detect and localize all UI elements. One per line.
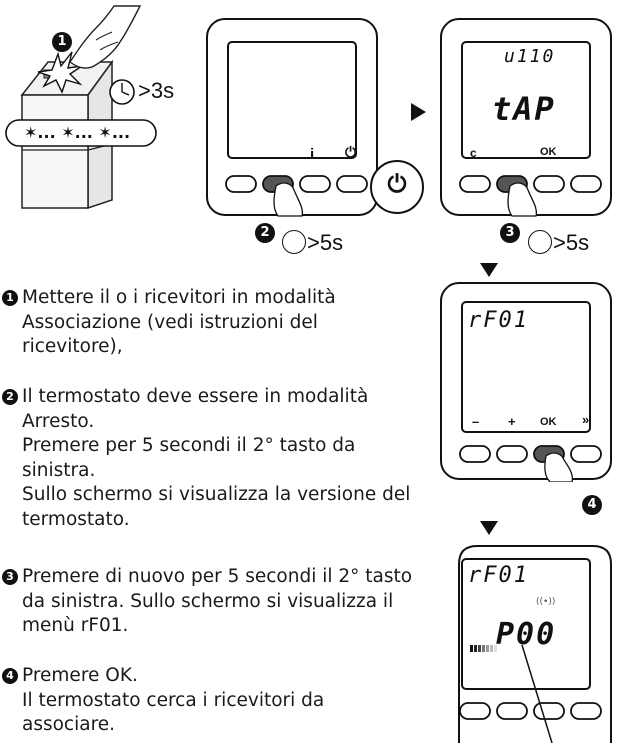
display-version: u110: [504, 46, 556, 67]
step-line: Premere OK.: [22, 665, 138, 686]
step-number: 2: [2, 389, 18, 405]
thermostat-panel-3: rF01 – + OK »: [440, 282, 612, 483]
display-menu: rF01: [468, 308, 529, 333]
step-line: termostato.: [22, 508, 130, 530]
flash-icon: [37, 51, 83, 94]
step-line: associare.: [22, 714, 116, 735]
step-number: 1: [2, 290, 18, 306]
minus-label: –: [472, 414, 480, 429]
receiver-drawing: [5, 5, 157, 210]
arrow-right-icon: [411, 103, 426, 121]
step-badge-4: 4: [582, 495, 602, 515]
step-line: sinistra.: [22, 459, 96, 481]
timer-icon-2: [282, 230, 306, 254]
step-line: Arresto.: [22, 410, 95, 432]
step-line: Il termostato deve essere in modalità: [22, 386, 369, 407]
display-menu: rF01: [468, 563, 529, 588]
step-badge-2: 2: [255, 223, 275, 243]
skip-label: »: [582, 412, 590, 427]
arrow-down-icon: [480, 521, 498, 535]
thermostat-panel-1: i ⏻: [206, 18, 378, 218]
step-line: menù rF01.: [22, 615, 129, 636]
step-line: da sinistra. Sullo schermo si visualizza…: [22, 590, 394, 612]
power-icon: ⏻: [387, 170, 407, 198]
info-label: i: [310, 146, 315, 163]
plus-label: +: [508, 414, 516, 429]
step-line: Associazione (vedi istruzioni del: [22, 311, 318, 333]
step-line: Mettere il o i ricevitori in modalità: [22, 287, 336, 308]
step-number: 3: [2, 569, 18, 585]
display-main: tAP: [492, 90, 556, 128]
hand-icon: [69, 5, 142, 69]
power-button-zoom: ⏻: [370, 160, 424, 214]
step-line: Sullo schermo si visualizza la versione …: [22, 484, 411, 505]
c-label: c: [470, 146, 477, 160]
receiver-illustration: 1 >3s ✶... ✶... ✶...: [0, 0, 200, 210]
step-line: ricevitore),: [22, 336, 123, 357]
step-line: Premere per 5 secondi il 2° tasto da: [22, 435, 356, 456]
ok-label: OK: [540, 146, 557, 158]
power-label: ⏻: [345, 144, 357, 160]
step-number: 4: [2, 668, 18, 684]
thermostat-panel-4: rF01 ((•)) P00: [440, 545, 612, 744]
timer-label-5s-a: >5s: [307, 230, 344, 255]
step-badge-1: 1: [52, 32, 72, 52]
timer-label-3s: >3s: [138, 78, 175, 103]
step-line: Premere di nuovo per 5 secondi il 2° tas…: [22, 566, 413, 587]
display-main: P00: [496, 617, 557, 652]
step-line: Il termostato cerca i ricevitori da: [22, 689, 325, 711]
step-badge-3: 3: [500, 223, 520, 243]
signal-icon: ((•)): [536, 597, 556, 607]
blink-banner: [5, 119, 157, 147]
arrow-down-icon: [480, 263, 498, 277]
thermostat-panel-2: u110 tAP c OK: [440, 18, 612, 218]
ok-label: OK: [540, 416, 557, 428]
timer-label-5s-b: >5s: [553, 230, 590, 255]
timer-icon-3: [528, 230, 552, 254]
blink-label: ✶... ✶... ✶...: [24, 123, 131, 142]
